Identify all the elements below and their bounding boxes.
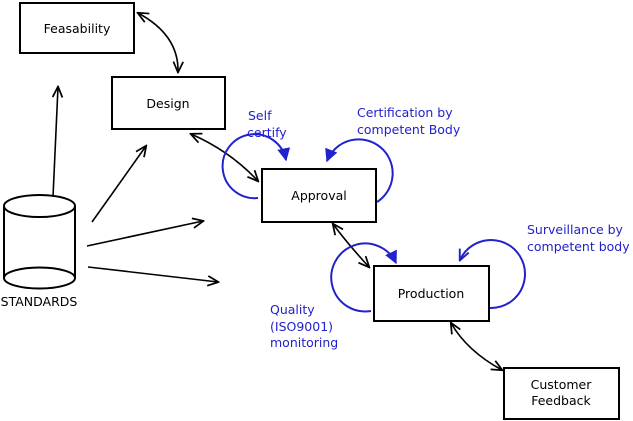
approval-label: Approval [291, 188, 346, 203]
quality-line2: (ISO9001) [270, 319, 333, 334]
quality-monitoring-loop-arrow [330, 242, 397, 313]
certification-line2: competent Body [357, 122, 461, 137]
arrow-production-customer-feedback [451, 323, 502, 370]
surveillance-line2: competent body [527, 239, 630, 254]
arrow-standards-to-production [87, 266, 218, 282]
production-node: Production [373, 265, 490, 322]
design-node: Design [111, 76, 226, 130]
self-certify-annotation: Self certify [247, 108, 287, 140]
feasability-box [19, 2, 135, 54]
feasability-node: Feasability [19, 2, 135, 54]
design-box [111, 76, 226, 130]
surveillance-line1: Surveillance by [527, 222, 624, 237]
cylinder-bottom-ellipse [3, 266, 76, 290]
standards-datastore: STANDARDS [1, 194, 78, 309]
customer-feedback-box [503, 367, 620, 420]
customer-feedback-label-line1: Customer [531, 377, 593, 392]
surveillance-annotation: Surveillance by competent body [527, 222, 630, 254]
self-certify-line2: certify [247, 125, 287, 140]
design-label: Design [146, 96, 189, 111]
arrow-approval-production [333, 224, 369, 267]
self-certify-loop-arrow [221, 133, 291, 200]
cylinder-top-ellipse [3, 194, 76, 218]
customer-feedback-node: Customer Feedback [503, 367, 620, 420]
arrow-standards-to-design [91, 146, 146, 223]
customer-feedback-label-line2: Feedback [531, 393, 591, 408]
certification-annotation: Certification by competent Body [357, 105, 461, 137]
arrow-design-approval [191, 134, 258, 181]
approval-box [261, 168, 377, 223]
self-certify-line1: Self [248, 108, 272, 123]
certification-line1: Certification by [357, 105, 453, 120]
arrow-standards-to-approval [86, 221, 203, 247]
arrow-feasability-design [138, 13, 178, 72]
production-label: Production [398, 286, 465, 301]
surveillance-loop-arrow [460, 239, 526, 310]
certification-loop-arrow [325, 138, 394, 203]
quality-monitoring-annotation: Quality (ISO9001) monitoring [270, 302, 338, 350]
standards-label: STANDARDS [1, 294, 78, 309]
production-box [373, 265, 490, 322]
arrow-standards-to-feasability [53, 87, 58, 198]
feasability-label: Feasability [44, 21, 111, 36]
approval-node: Approval [261, 168, 377, 223]
quality-line3: monitoring [270, 335, 338, 350]
quality-line1: Quality [270, 302, 315, 317]
